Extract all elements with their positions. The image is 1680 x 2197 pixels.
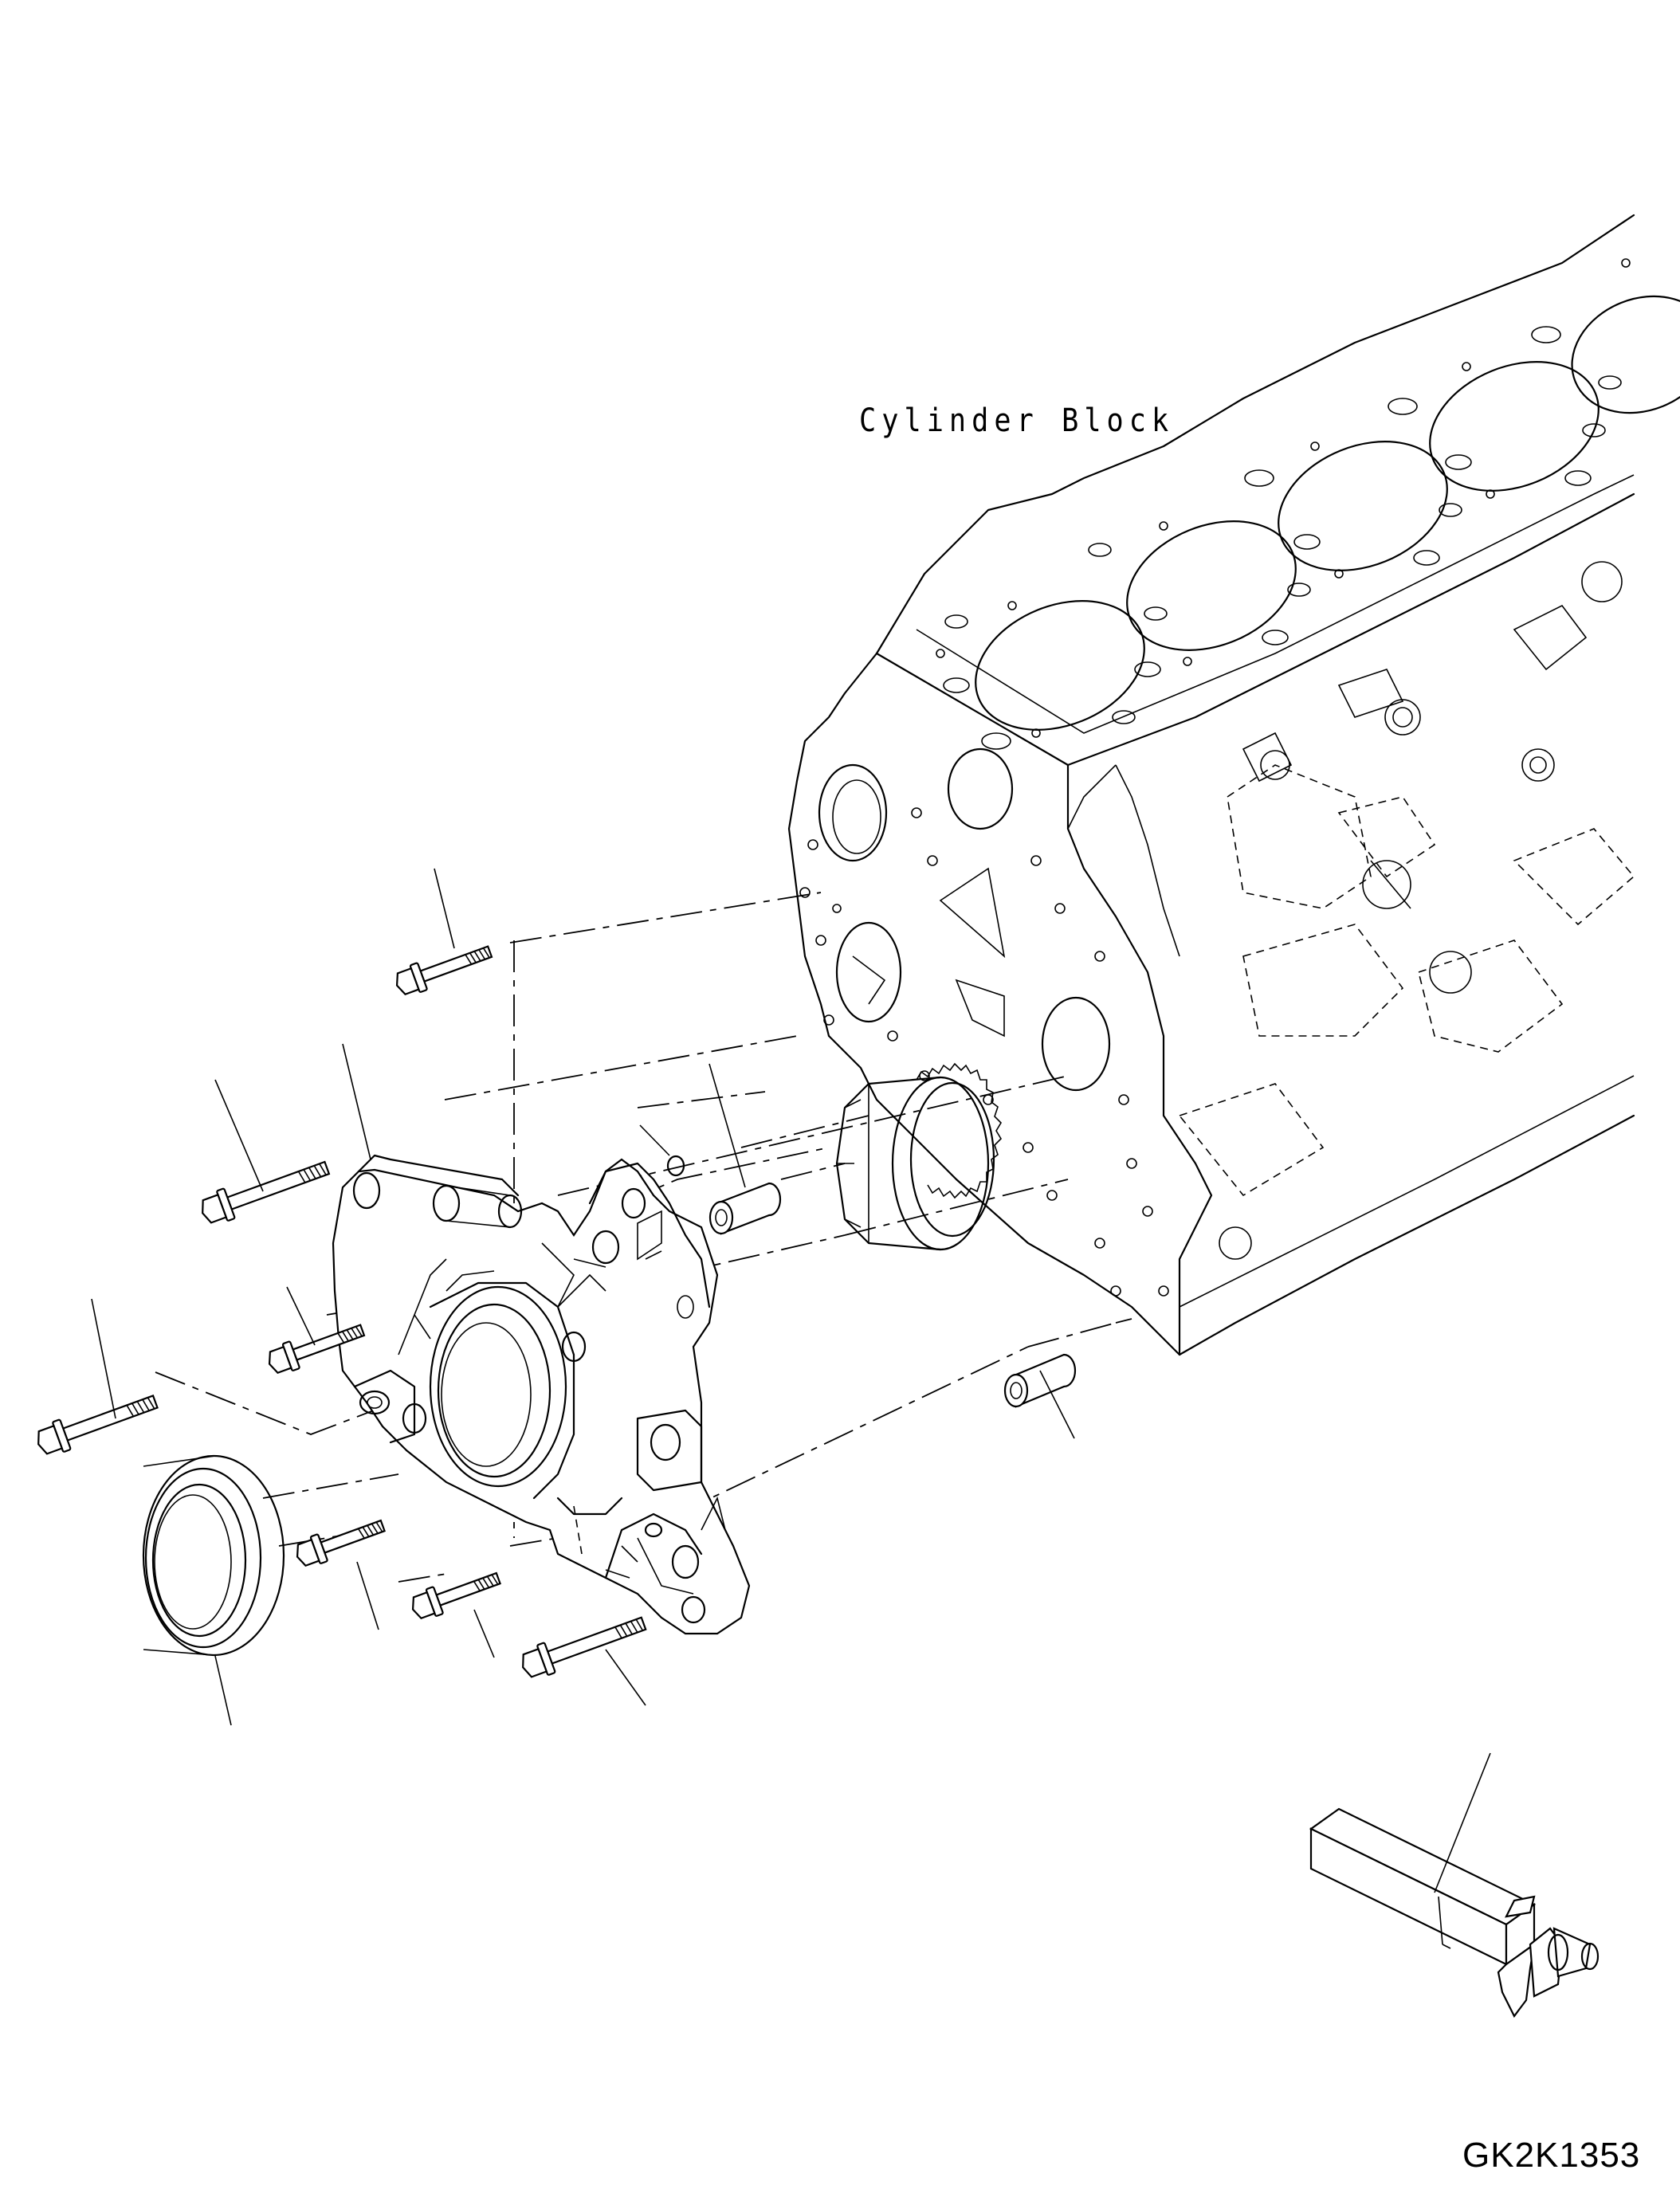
leader-lines xyxy=(91,868,1491,1893)
installation-tool-illustration xyxy=(1309,1807,1600,2018)
front-cover-illustration xyxy=(332,1154,751,1635)
flange-bolt-illustration xyxy=(37,945,647,1678)
dowel-pin-illustration xyxy=(709,1182,1077,1408)
cylinder-block-label: Cylinder Block xyxy=(859,402,1175,439)
oil-seal-illustration xyxy=(142,1454,285,1657)
drawing-code: GK2K1353 xyxy=(1462,2136,1641,2175)
cylinder-block-illustration xyxy=(787,214,1680,1356)
o-ring-illustration xyxy=(666,1155,685,1177)
crankshaft-gear-illustration xyxy=(835,1062,1003,1251)
